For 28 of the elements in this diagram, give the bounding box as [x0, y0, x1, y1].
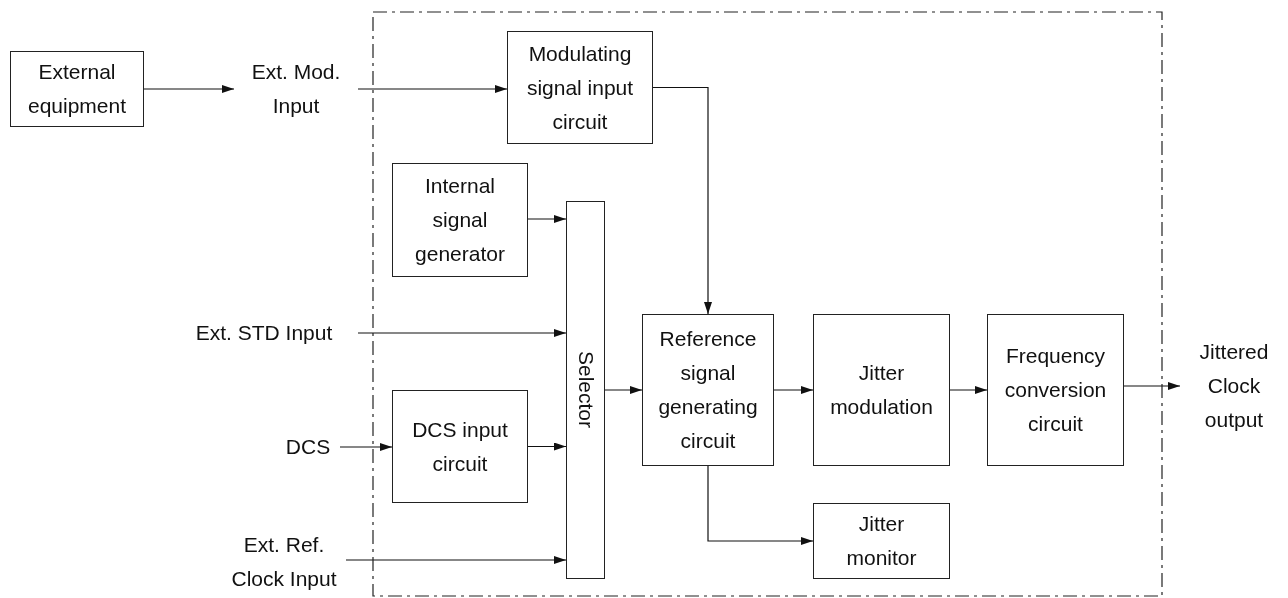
arrow: [773, 386, 814, 394]
process-box: External equipment: [10, 51, 144, 127]
process-box: Frequency conversion circuit: [987, 314, 1124, 466]
arrow: [652, 86, 712, 315]
arrow: [527, 442, 567, 451]
arrow: [949, 386, 988, 394]
process-box: Jitter monitor: [813, 503, 950, 579]
arrow: [1123, 382, 1181, 390]
input-label: Ext. Ref. Clock Input: [222, 528, 346, 596]
input-label: Ext. STD Input: [170, 316, 358, 350]
arrow: [357, 85, 508, 93]
input-label: Ext. Mod. Input: [234, 55, 358, 123]
arrow: [357, 329, 567, 337]
process-box: Jitter modulation: [813, 314, 950, 466]
selector-bar: Selector: [566, 201, 605, 579]
input-label: DCS: [276, 430, 340, 464]
process-box: DCS input circuit: [392, 390, 528, 503]
process-box: Internal signal generator: [392, 163, 528, 277]
process-box: Modulating signal input circuit: [507, 31, 653, 144]
arrow: [527, 215, 567, 223]
process-box: Reference signal generating circuit: [642, 314, 774, 466]
arrow: [339, 443, 393, 451]
boundary-frame: [373, 12, 1162, 596]
arrow: [707, 465, 814, 545]
arrow: [604, 386, 643, 394]
arrow: [345, 556, 567, 564]
arrow: [143, 85, 235, 93]
output-label: Jittered Clock output: [1180, 335, 1288, 437]
